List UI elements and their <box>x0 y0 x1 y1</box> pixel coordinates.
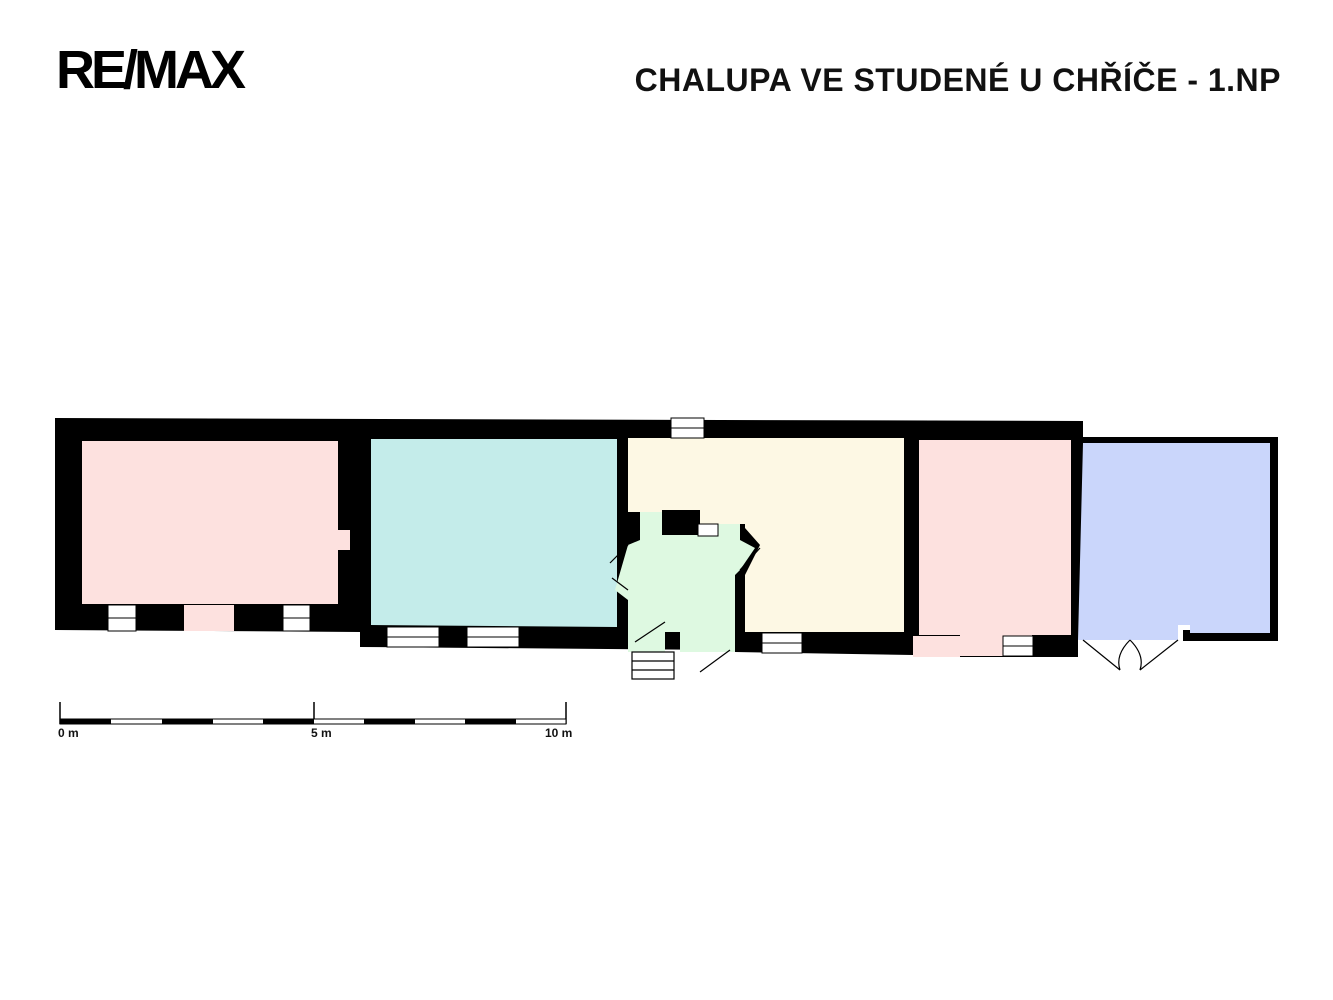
scale-segment <box>465 719 516 724</box>
door-leaf <box>1082 639 1121 671</box>
door-leaf <box>611 577 629 591</box>
scale-label-0: 0 m <box>58 726 79 740</box>
door-leaf <box>609 544 629 564</box>
room-5 <box>1078 443 1270 640</box>
scale-segment <box>60 719 111 724</box>
remax-logo-wordmark: RE/MAX <box>56 40 246 100</box>
entrance-steps <box>631 651 675 680</box>
door-leaf <box>634 621 666 643</box>
door-leaf <box>699 649 731 673</box>
scale-label-5: 5 m <box>311 726 332 740</box>
rooms <box>82 438 1270 656</box>
window <box>697 523 719 537</box>
window <box>913 636 960 657</box>
door-leaf <box>1139 639 1179 671</box>
scale-label-10: 10 m <box>545 726 573 740</box>
windows <box>107 417 1034 657</box>
room-2 <box>371 439 617 627</box>
doors <box>609 544 1179 680</box>
scale-bar <box>59 702 567 725</box>
door-leaf <box>739 547 761 571</box>
scale-segment <box>162 719 213 724</box>
scale-segment <box>364 719 415 724</box>
remax-logo: RE/MAX <box>56 40 256 100</box>
door-arc <box>1129 639 1142 671</box>
door-arc <box>1118 639 1131 671</box>
room-3 <box>628 438 904 632</box>
entrance-hall <box>615 512 755 652</box>
room-1 <box>82 441 350 604</box>
room-4 <box>919 440 1071 656</box>
window <box>184 605 234 631</box>
scale-segment <box>263 719 314 724</box>
page-title: CHALUPA VE STUDENÉ U CHŘÍČE - 1.NP <box>634 62 1281 98</box>
